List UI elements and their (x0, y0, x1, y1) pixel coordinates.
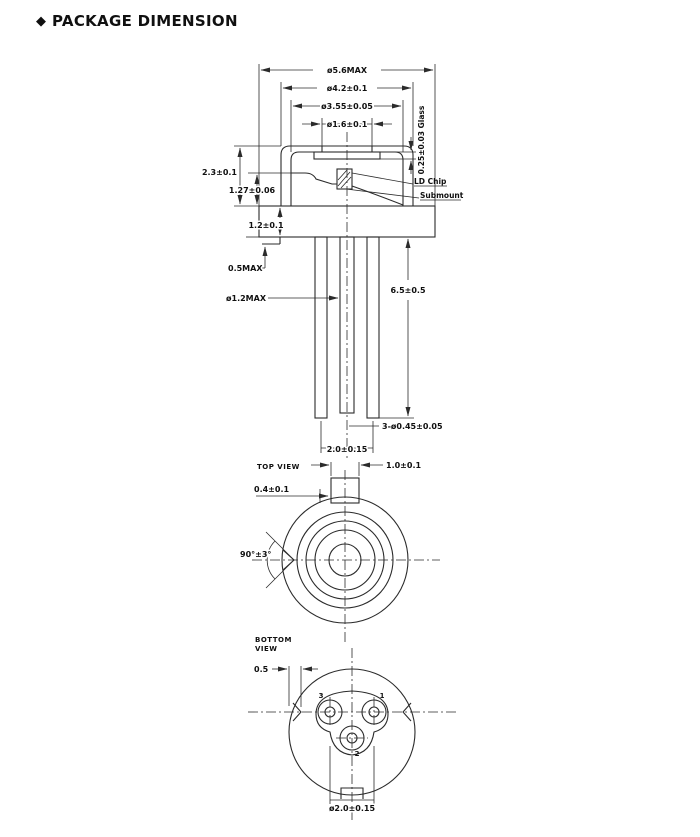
top-view-label: TOP VIEW (257, 463, 300, 471)
angle-arc (266, 540, 276, 580)
angle-line (265, 559, 295, 589)
submount-slope (351, 185, 404, 206)
dim-lead-diameter: 3-ø0.45±0.05 (382, 422, 443, 431)
glass-window (313, 151, 381, 160)
submount-label: Submount (420, 191, 464, 200)
page-title: PACKAGE DIMENSION (52, 12, 238, 30)
chip-leaders: LD Chip Submount (345, 172, 464, 201)
dim-pin-circle-diameter: ø2.0±0.15 (329, 804, 376, 813)
cap-inner-wall-left (290, 151, 322, 206)
ld-chip-outline (336, 168, 353, 190)
lead-center (339, 236, 355, 414)
cap-inner-circle (305, 520, 385, 600)
chip-hatching (337, 169, 352, 189)
ld-chip-label: LD Chip (414, 177, 447, 186)
lead-dimensions: 3-ø0.45±0.05 2.0±0.15 (320, 421, 444, 456)
dim-lead-length: 6.5±0.5 (390, 286, 425, 295)
can-internals (291, 168, 404, 206)
glass-label: 0.25±0.03 Glass (417, 105, 426, 174)
dim-tab-height: 0.4±0.1 (254, 485, 289, 494)
window-ring (314, 529, 376, 591)
pin-2: 2 (336, 725, 368, 758)
bottom-index-notch (340, 787, 364, 799)
dim-cap-diameter: ø4.2±0.1 (327, 84, 368, 93)
bottom-view-label-line2: VIEW (255, 645, 278, 653)
left-notch (292, 702, 302, 722)
dim-flange-thickness: 1.2±0.1 (248, 221, 283, 230)
pin-3: 3 (317, 692, 343, 727)
leader-line (345, 188, 420, 199)
glass-dimension: 0.25±0.03 Glass (380, 105, 426, 174)
dim-boss-height: 0.5MAX (228, 264, 263, 273)
dim-lead-span: 2.0±0.15 (327, 445, 368, 454)
pin-1-label: 1 (380, 692, 385, 700)
bottom-view: BOTTOM VIEW 3 1 2 (248, 636, 458, 822)
cap-outline (280, 145, 414, 206)
orientation-notch: 90°±3° (239, 531, 295, 589)
top-view: TOP VIEW 1.0±0.1 0.4±0.1 9 (239, 460, 440, 644)
dim-cap-height: 2.3±0.1 (202, 168, 237, 177)
pin-circle-dimension: ø2.0±0.15 (327, 746, 377, 815)
lead-right (366, 236, 380, 419)
bottom-view-label-line1: BOTTOM (255, 636, 292, 644)
diamond-bullet-icon: ◆ (36, 14, 46, 29)
flange-circle (288, 668, 416, 796)
diameter-dimensions: ø5.6MAX ø4.2±0.1 ø3.55±0.05 ø1.6±0.1 (260, 65, 434, 131)
lead-left (314, 236, 328, 419)
right-notch (402, 702, 412, 722)
notch-depth-dimension: 0.5 (253, 664, 318, 707)
pin-2-label: 2 (355, 750, 360, 758)
cap-circle (296, 511, 394, 609)
pin-3-label: 3 (319, 692, 324, 700)
tab-height-dimension: 0.4±0.1 (253, 484, 329, 503)
leads (314, 236, 380, 419)
dim-notch-depth: 0.5 (254, 665, 269, 674)
tab-width-dimension: 1.0±0.1 (311, 460, 423, 476)
dim-window-diameter: ø1.6±0.1 (327, 120, 368, 129)
dim-notch-angle: 90°±3° (240, 550, 271, 559)
pin-1: 1 (361, 692, 387, 727)
angle-line (265, 531, 295, 561)
submount-outline (291, 172, 337, 185)
dim-center-pin: ø1.2MAX (226, 294, 267, 303)
dim-flange-diameter: ø5.6MAX (327, 66, 368, 75)
lead-length-dimension: 6.5±0.5 (379, 238, 427, 419)
dim-tab-width: 1.0±0.1 (386, 461, 421, 470)
leader-line (351, 172, 414, 185)
height-dimensions: 2.3±0.1 1.27±0.06 1.2±0.1 0.5MAX ø1.2MAX (200, 145, 339, 305)
dim-emission-height: 1.27±0.06 (229, 186, 276, 195)
side-view: ø5.6MAX ø4.2±0.1 ø3.55±0.05 ø1.6±0.1 (200, 64, 464, 458)
dim-cap-inner-diameter: ø3.55±0.05 (321, 102, 373, 111)
pin-boss-outline (315, 690, 389, 756)
index-tab (330, 477, 360, 504)
window-circle (328, 543, 362, 577)
flange-circle (281, 496, 409, 624)
page-header: ◆ PACKAGE DIMENSION (36, 12, 238, 30)
